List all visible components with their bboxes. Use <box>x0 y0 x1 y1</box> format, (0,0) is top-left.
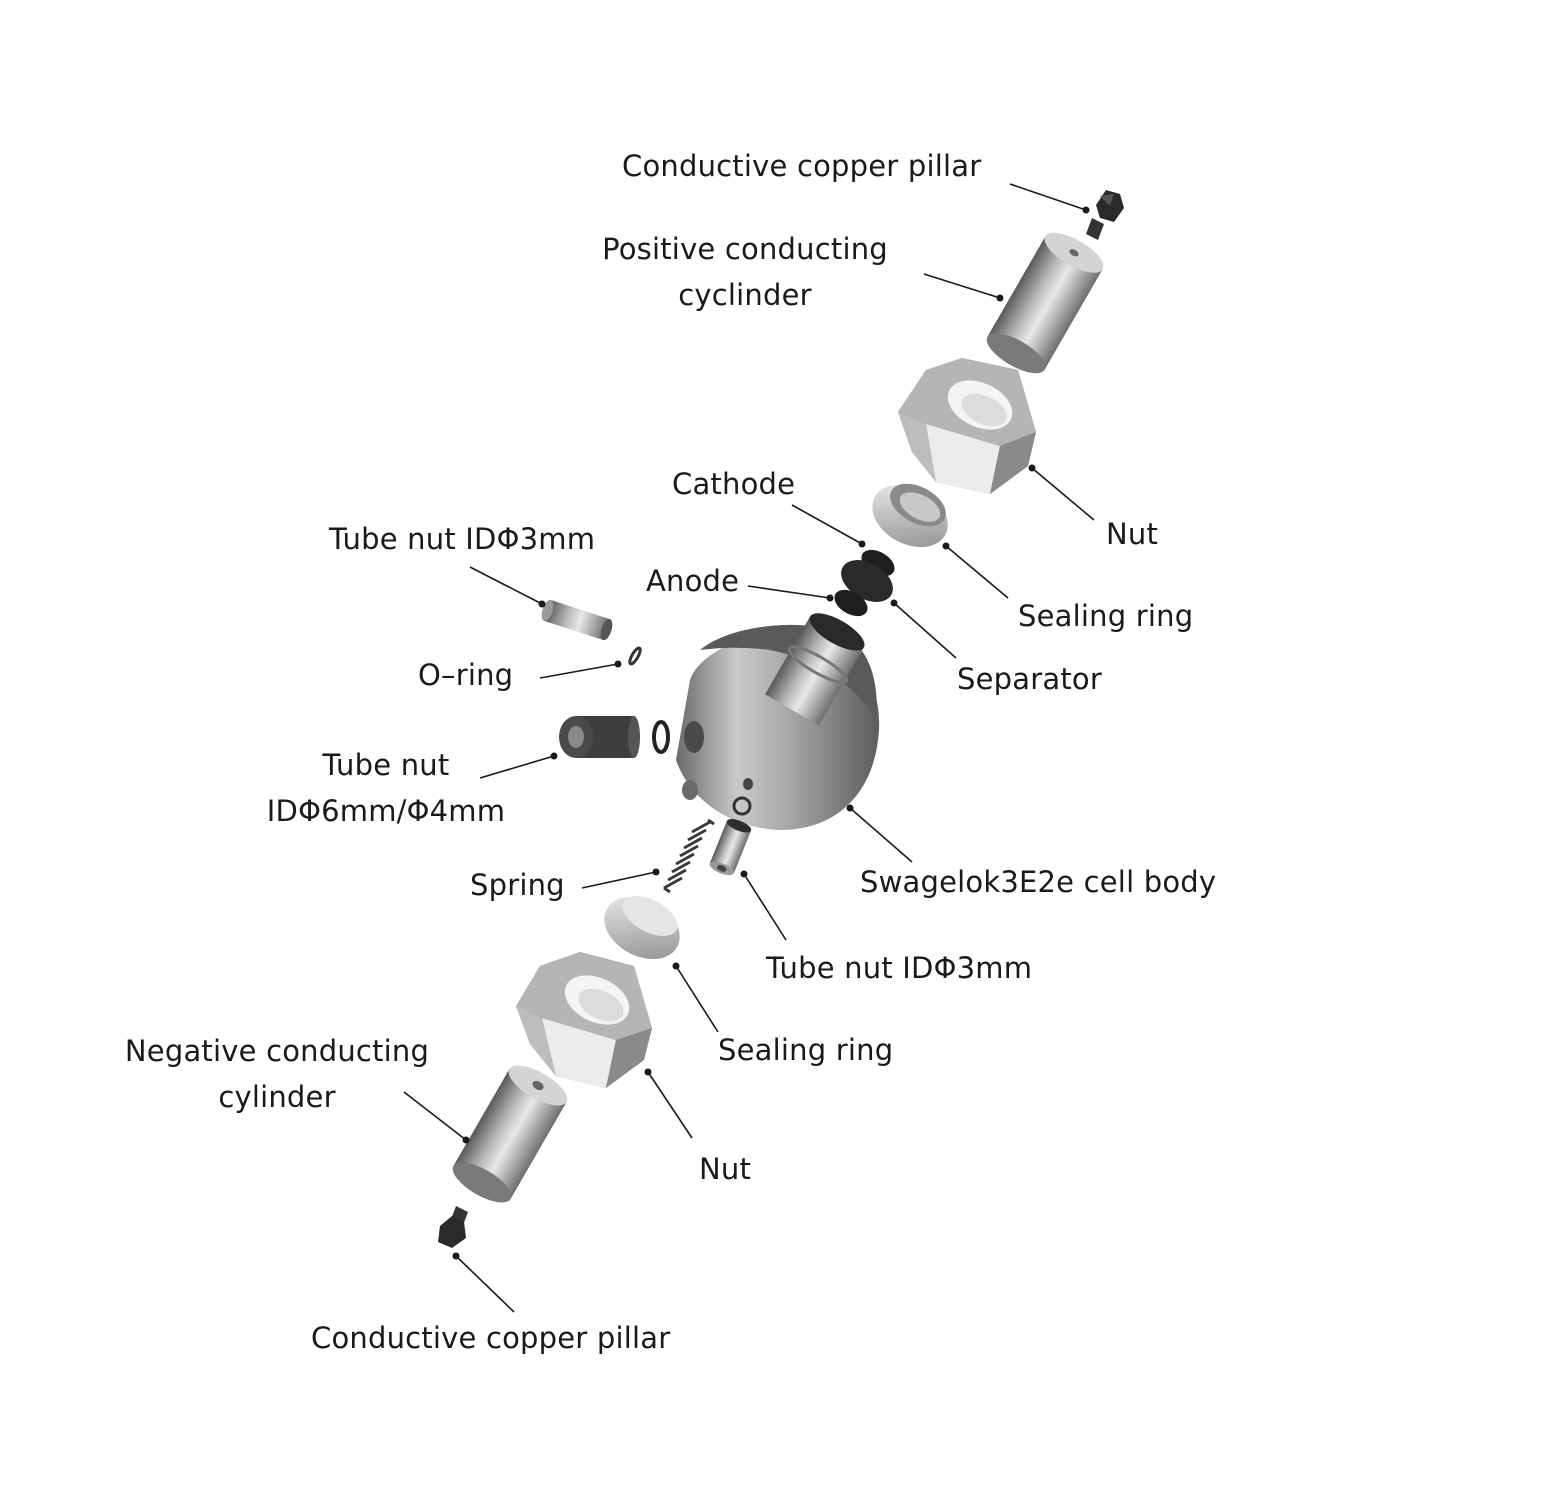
cell-body <box>676 613 880 830</box>
positive-cylinder <box>986 232 1104 374</box>
leader-lines <box>403 183 1095 1313</box>
label-negative-cylinder-line2: cylinder <box>218 1080 336 1114</box>
label-nut-bottom: Nut <box>699 1152 752 1186</box>
label-tube-nut-6mm: Tube nut IDΦ6mm/Φ4mm <box>250 742 522 834</box>
copper-pillar-bottom <box>438 1206 468 1248</box>
label-copper-pillar-bottom: Conductive copper pillar <box>311 1321 671 1355</box>
tube-nut-3mm-left <box>541 599 613 641</box>
o-ring <box>628 646 642 666</box>
label-tube-nut-3mm-right: Tube nut IDΦ3mm <box>766 951 1033 985</box>
label-negative-cylinder: Negative conducting cylinder <box>110 1028 444 1120</box>
nut-top <box>898 358 1036 494</box>
label-positive-cylinder-line2: cyclinder <box>678 278 812 312</box>
tube-nut-3mm-right <box>709 819 752 876</box>
label-anode: Anode <box>646 564 740 598</box>
separator-disc <box>841 560 893 602</box>
label-o-ring: O–ring <box>418 658 514 692</box>
label-positive-cylinder: Positive conducting cyclinder <box>588 226 902 318</box>
leader-dots <box>452 206 1090 1260</box>
negative-cylinder <box>452 1065 568 1203</box>
anode-disc <box>834 589 868 617</box>
label-separator: Separator <box>957 662 1102 696</box>
tube-nut-6mm <box>559 716 670 758</box>
label-cell-body: Swagelok3E2e cell body <box>860 865 1217 899</box>
nut-bottom <box>516 952 652 1088</box>
sealing-ring-bottom <box>604 896 680 960</box>
copper-pillar-top <box>1086 190 1124 240</box>
label-tube-nut-6mm-line2: IDΦ6mm/Φ4mm <box>266 794 506 828</box>
label-tube-nut-3mm-left: Tube nut IDΦ3mm <box>329 522 596 556</box>
label-cathode: Cathode <box>672 467 796 501</box>
label-sealing-ring-top: Sealing ring <box>1018 599 1194 633</box>
spring <box>663 818 715 894</box>
label-sealing-ring-bottom: Sealing ring <box>718 1033 894 1067</box>
label-tube-nut-6mm-line1: Tube nut <box>322 748 450 782</box>
label-nut-top: Nut <box>1106 517 1159 551</box>
label-negative-cylinder-line1: Negative conducting <box>124 1034 430 1068</box>
sealing-ring-top <box>872 483 948 548</box>
label-positive-cylinder-line1: Positive conducting <box>602 232 888 266</box>
label-copper-pillar-top: Conductive copper pillar <box>622 149 982 183</box>
label-spring: Spring <box>470 868 565 902</box>
